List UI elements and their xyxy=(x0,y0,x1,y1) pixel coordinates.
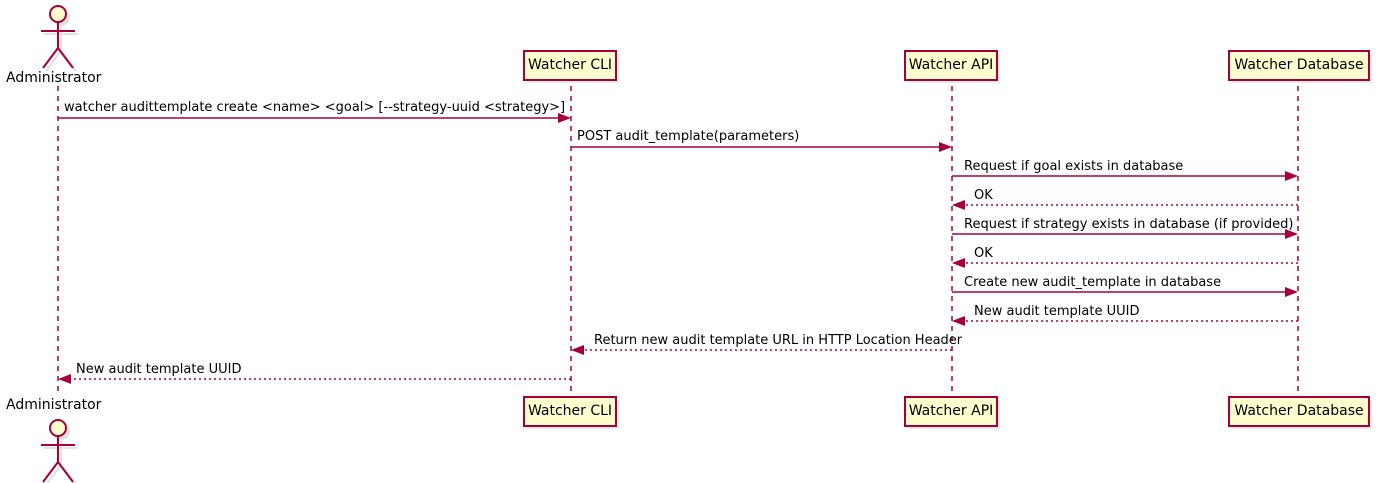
message-arrow-1 xyxy=(58,113,571,123)
message-arrows xyxy=(58,113,1298,384)
message-label-10: New audit template UUID xyxy=(76,362,242,377)
participant-box-watcher-cli-top xyxy=(523,50,617,81)
message-label-6: OK xyxy=(974,246,993,261)
participant-box-watcher-database-bottom xyxy=(1228,396,1370,427)
participant-label-watcher-cli-bottom[interactable]: Watcher CLI xyxy=(527,403,613,419)
message-arrow-5 xyxy=(952,229,1298,239)
actor-head-icon xyxy=(49,5,67,23)
participant-box-watcher-api-top xyxy=(904,50,998,81)
message-arrow-6 xyxy=(952,258,1298,268)
message-label-8: New audit template UUID xyxy=(974,304,1140,319)
message-arrow-9 xyxy=(571,345,952,355)
message-arrow-2 xyxy=(571,142,952,152)
message-arrow-10 xyxy=(58,374,571,384)
lifelines xyxy=(57,86,1299,394)
message-arrow-8 xyxy=(952,316,1298,326)
participant-label-watcher-database-top[interactable]: Watcher Database xyxy=(1234,57,1364,73)
message-arrow-7 xyxy=(952,287,1298,297)
actor-label-administrator-top: Administrator xyxy=(6,70,102,86)
message-arrow-3 xyxy=(952,171,1298,181)
actor-label-administrator-bottom: Administrator xyxy=(6,397,102,413)
participant-boxes-top xyxy=(523,50,1372,83)
actor-administrator-top xyxy=(41,5,78,72)
participant-box-watcher-database-top xyxy=(1228,50,1370,81)
participant-box-watcher-api-bottom xyxy=(904,396,998,427)
message-label-5: Request if strategy exists in database (… xyxy=(964,217,1294,232)
participant-label-watcher-api-top[interactable]: Watcher API xyxy=(908,57,994,73)
message-arrow-4 xyxy=(952,200,1298,210)
message-label-1: watcher audittemplate create <name> <goa… xyxy=(64,100,566,115)
participant-label-watcher-cli-top[interactable]: Watcher CLI xyxy=(527,57,613,73)
participant-label-watcher-api-bottom[interactable]: Watcher API xyxy=(908,403,994,419)
message-label-2: POST audit_template(parameters) xyxy=(577,129,800,144)
actor-administrator-bottom xyxy=(41,419,78,483)
participant-box-watcher-cli-bottom xyxy=(523,396,617,427)
message-label-9: Return new audit template URL in HTTP Lo… xyxy=(594,333,963,348)
message-label-3: Request if goal exists in database xyxy=(964,159,1184,174)
participant-label-watcher-database-bottom[interactable]: Watcher Database xyxy=(1234,403,1364,419)
participant-boxes-bottom xyxy=(523,396,1372,429)
message-label-7: Create new audit_template in database xyxy=(964,275,1222,290)
actor-head-icon xyxy=(49,419,67,437)
message-label-4: OK xyxy=(974,188,993,203)
